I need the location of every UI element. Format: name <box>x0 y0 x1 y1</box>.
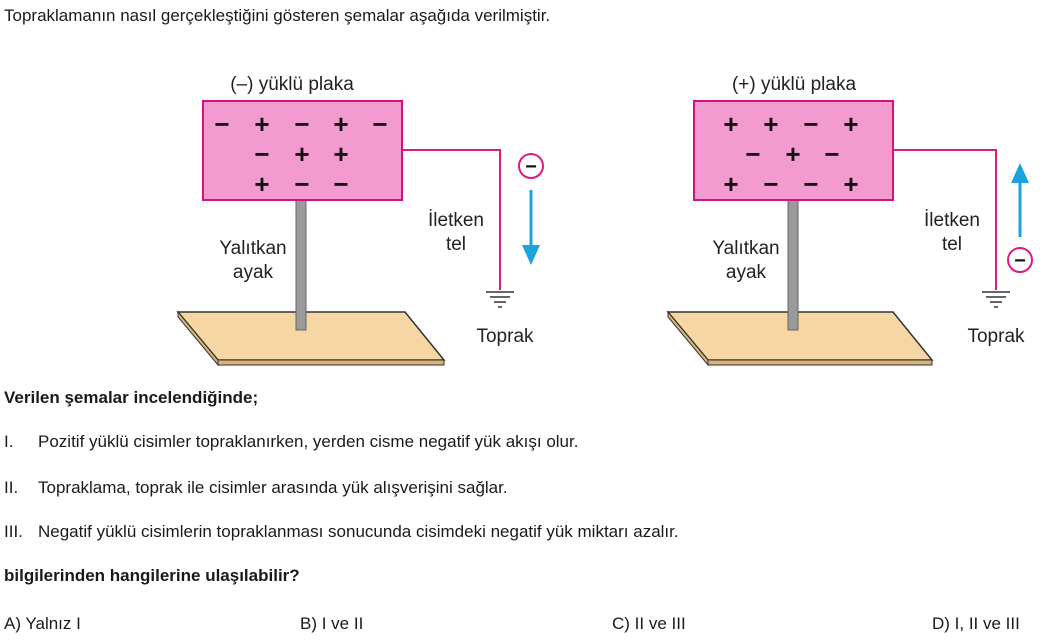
statement-2: II. Topraklama, toprak ile cisimler arası… <box>4 478 508 498</box>
left-sign-r1-2: − <box>294 109 309 139</box>
left-stand-label-2: ayak <box>233 262 274 283</box>
grounding-diagram: (–) yüklü plaka − + − + − − + + + − − <box>176 74 1033 367</box>
left-plate-label: (–) yüklü plaka <box>230 74 354 95</box>
statement-1: I. Pozitif yüklü cisimler topraklanırken,… <box>4 432 578 452</box>
left-sign-r1-4: − <box>372 109 387 139</box>
statement-3-number: III. <box>4 522 23 541</box>
left-charge-signs: − + − + − − + + + − − <box>214 109 387 199</box>
left-electron-symbol: − <box>525 156 537 178</box>
right-diagram: (+) yüklü plaka + + − + − + − + − − + <box>666 74 1033 367</box>
right-base-side <box>667 310 709 367</box>
right-base-edge <box>707 359 933 366</box>
right-sign-r3-1: − <box>763 169 778 199</box>
intro-text: Topraklamanın nasıl gerçekleştiğini göst… <box>4 6 551 25</box>
left-wire-label-1: İletken <box>428 210 484 231</box>
right-wire-label-2: tel <box>942 234 962 255</box>
right-charge-signs: + + − + − + − + − − + <box>723 109 858 199</box>
right-stand-label-2: ayak <box>726 262 767 283</box>
left-sign-r1-1: + <box>254 109 269 139</box>
question-intro: Verilen şemalar incelendiğinde; <box>4 388 259 407</box>
left-base-side <box>177 310 219 367</box>
left-sign-r3-1: − <box>294 169 309 199</box>
left-charged-plate <box>202 100 403 201</box>
left-base <box>176 311 446 361</box>
right-ground-label: Toprak <box>967 326 1025 347</box>
right-sign-r1-0: + <box>723 109 738 139</box>
statement-2-number: II. <box>4 478 19 497</box>
right-sign-r1-2: − <box>803 109 818 139</box>
statement-1-text: Pozitif yüklü cisimler topraklanırken, y… <box>38 432 579 451</box>
left-sign-r1-3: + <box>333 109 348 139</box>
choice-c[interactable]: C) II ve III <box>612 614 686 633</box>
choice-d[interactable]: D) I, II ve III <box>932 614 1020 633</box>
statement-3-text: Negatif yüklü cisimlerin topraklanması s… <box>38 522 679 541</box>
right-stand-label-1: Yalıtkan <box>712 238 779 259</box>
right-ground-icon <box>982 291 1010 308</box>
right-sign-r2-2: − <box>824 139 839 169</box>
left-sign-r2-1: + <box>294 139 309 169</box>
right-insulating-stand <box>787 199 799 331</box>
left-arrow-down-icon <box>522 245 540 265</box>
statement-3: III. Negatif yüklü cisimlerin topraklanma… <box>4 522 679 542</box>
left-ground-label: Toprak <box>476 326 534 347</box>
left-wire-label-2: tel <box>446 234 466 255</box>
right-charged-plate <box>693 100 894 201</box>
right-wire-label-1: İletken <box>924 210 980 231</box>
right-sign-r3-3: + <box>843 169 858 199</box>
left-stand-label-1: Yalıtkan <box>219 238 286 259</box>
right-arrow-up-icon <box>1011 163 1029 183</box>
left-insulating-stand <box>295 199 307 331</box>
left-ground-icon <box>486 291 514 308</box>
right-base <box>666 311 934 361</box>
choice-b[interactable]: B) I ve II <box>300 614 364 633</box>
question-text: bilgilerinden hangilerine ulaşılabilir? <box>4 566 300 585</box>
right-plate-label: (+) yüklü plaka <box>732 74 857 95</box>
right-electron-icon <box>1007 247 1033 273</box>
left-diagram: (–) yüklü plaka − + − + − − + + + − − <box>176 74 544 367</box>
left-sign-r3-0: + <box>254 169 269 199</box>
left-base-edge <box>217 359 445 366</box>
right-sign-r3-0: + <box>723 169 738 199</box>
left-conductive-wire <box>402 149 501 290</box>
choice-a[interactable]: A) Yalnız I <box>4 614 81 633</box>
right-sign-r2-1: + <box>785 139 800 169</box>
statement-2-text: Topraklama, toprak ile cisimler arasında… <box>38 478 508 497</box>
left-sign-r2-2: + <box>333 139 348 169</box>
left-sign-r1-0: − <box>214 109 229 139</box>
left-sign-r3-2: − <box>333 169 348 199</box>
right-sign-r3-2: − <box>803 169 818 199</box>
right-sign-r2-0: − <box>745 139 760 169</box>
right-sign-r1-1: + <box>763 109 778 139</box>
right-conductive-wire <box>893 149 997 290</box>
right-electron-symbol: − <box>1014 250 1026 272</box>
right-sign-r1-3: + <box>843 109 858 139</box>
left-sign-r2-0: − <box>254 139 269 169</box>
left-electron-icon <box>518 153 544 179</box>
statement-1-number: I. <box>4 432 14 451</box>
